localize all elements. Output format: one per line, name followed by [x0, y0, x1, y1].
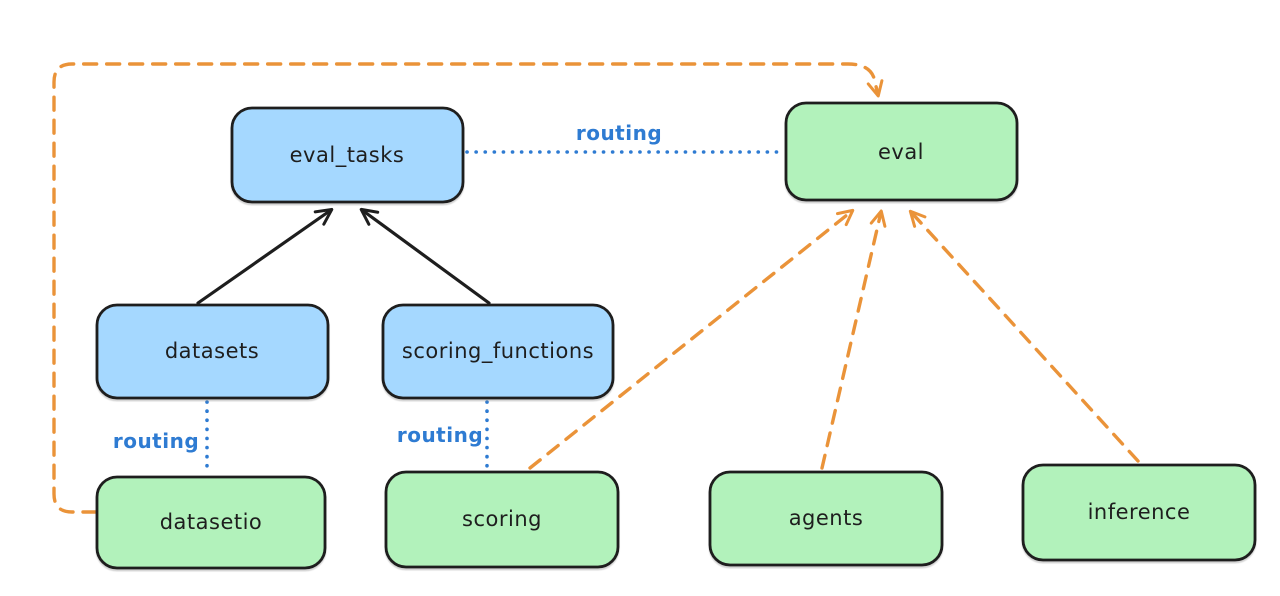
node-agents-box [708, 470, 944, 567]
node-eval: eval [784, 101, 1019, 202]
node-scoring_functions-label: scoring_functions [402, 339, 594, 364]
node-scoring_functions-box [381, 303, 615, 400]
edge-datasets-to-eval_tasks [196, 207, 334, 305]
node-eval-label: eval [878, 140, 924, 164]
edge-agents-to-eval [820, 209, 887, 470]
node-agents-label: agents [789, 506, 864, 530]
node-inference-box [1021, 463, 1257, 562]
node-inference: inference [1021, 463, 1257, 562]
node-agents: agents [708, 470, 944, 567]
edge-label-routing-left: routing [113, 429, 199, 453]
edge-inference-to-eval [908, 209, 1140, 463]
node-datasets-label: datasets [165, 339, 259, 363]
node-eval_tasks-label: eval_tasks [290, 143, 405, 168]
node-inference-label: inference [1088, 500, 1191, 524]
node-eval_tasks-box [230, 106, 465, 204]
node-datasetio: datasetio [95, 475, 327, 570]
edge-label-routing-top: routing [576, 121, 662, 145]
nodes-layer: eval_tasks eval datasets scoring_functio… [95, 101, 1257, 570]
node-datasets: datasets [95, 303, 330, 400]
node-scoring-box [384, 470, 620, 569]
node-datasets-box [95, 303, 330, 400]
node-eval-box [784, 101, 1019, 202]
node-datasetio-box [95, 475, 327, 570]
node-scoring-label: scoring [462, 507, 542, 531]
node-datasetio-label: datasetio [160, 510, 263, 534]
node-eval_tasks: eval_tasks [230, 106, 465, 204]
edge-datasetio-to-eval [52, 62, 884, 514]
edges-layer: routing routing routing [52, 62, 1140, 514]
edge-label-routing-middle: routing [397, 423, 483, 447]
node-scoring: scoring [384, 470, 620, 569]
edge-scoring_functions-to-eval_tasks [359, 207, 491, 305]
edge-scoring-to-eval [528, 208, 855, 470]
node-scoring_functions: scoring_functions [381, 303, 615, 400]
